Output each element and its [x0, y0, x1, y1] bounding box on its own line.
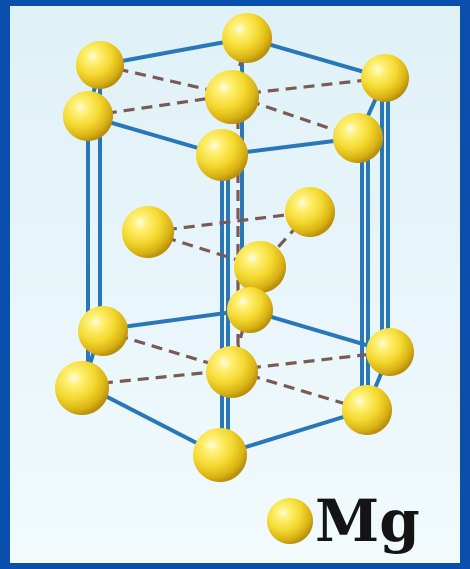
legend-atom-icon	[267, 498, 313, 544]
atom-bottom-center	[206, 346, 258, 398]
atom-top-back	[222, 13, 272, 63]
atom-middle-front	[234, 241, 286, 293]
atom-top-left	[63, 91, 113, 141]
atom-bottom-front	[193, 428, 247, 482]
legend: Mg	[267, 487, 420, 555]
atom-middle-right	[285, 187, 335, 237]
atom-bottom-back	[227, 287, 273, 333]
atom-bottom-back-left	[78, 306, 128, 356]
atom-middle-left	[122, 206, 174, 258]
atom-bottom-back-right	[366, 328, 414, 376]
atom-bottom-right	[342, 385, 392, 435]
atom-top-back-right	[361, 54, 409, 102]
atom-top-front	[196, 129, 248, 181]
atom-top-center	[205, 70, 259, 124]
atom-top-right	[333, 113, 383, 163]
legend-label: Mg	[315, 487, 420, 555]
atom-top-back-left	[76, 41, 124, 89]
atom-bottom-left	[55, 361, 109, 415]
